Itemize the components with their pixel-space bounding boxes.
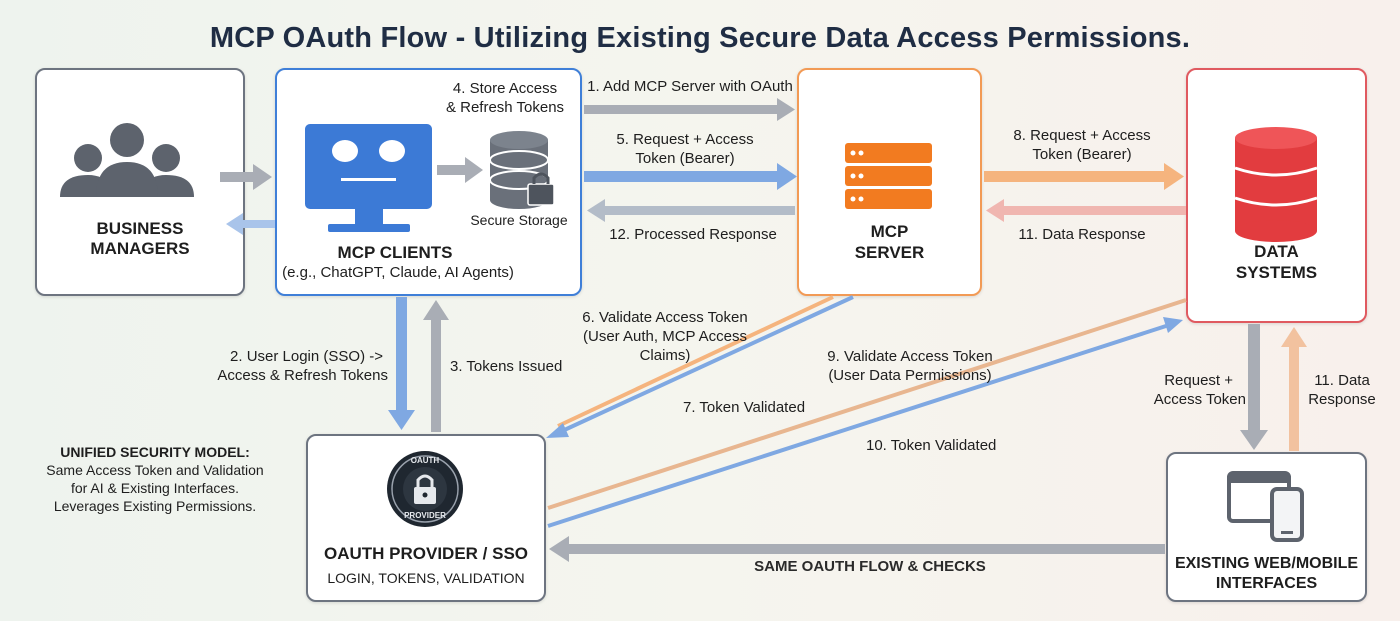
existing-request-label-line1: Request + bbox=[1164, 372, 1233, 389]
arrow-step1 bbox=[584, 98, 795, 121]
robot-monitor-icon bbox=[305, 124, 432, 232]
step11b-label-line2: Response bbox=[1308, 391, 1376, 408]
oauth-provider-subtitle: LOGIN, TOKENS, VALIDATION bbox=[327, 570, 525, 586]
database-cylinder-icon bbox=[1234, 127, 1318, 242]
step4-label-line1: 4. Store Access bbox=[452, 80, 558, 97]
arrow-step7 bbox=[546, 295, 854, 438]
oauth-badge-top-text: OAUTH bbox=[410, 456, 440, 465]
unified-model-line3: Leverages Existing Permissions. bbox=[53, 498, 257, 514]
unified-model-line1: Same Access Token and Validation bbox=[46, 462, 264, 478]
arrow-managers-to-clients bbox=[220, 164, 272, 190]
unified-model-heading: UNIFIED SECURITY MODEL: bbox=[60, 444, 250, 460]
step10-label: 10. Token Validated bbox=[866, 437, 997, 454]
arrow-client-to-storage bbox=[437, 157, 483, 183]
arrow-step5 bbox=[584, 163, 797, 190]
oauth-provider-title: OAUTH PROVIDER / SSO bbox=[323, 544, 529, 563]
step3-label: 3. Tokens Issued bbox=[450, 358, 563, 375]
data-systems-title-line1: DATA bbox=[1254, 242, 1299, 261]
step6-label-line2: (User Auth, MCP Access bbox=[583, 328, 747, 345]
oauth-lock-badge-icon bbox=[387, 451, 463, 527]
step8-label-line1: 8. Request + Access bbox=[1013, 127, 1151, 144]
step9-label-line1: 9. Validate Access Token bbox=[827, 348, 993, 365]
arrow-step9 bbox=[547, 298, 1187, 510]
arrow-step8 bbox=[984, 163, 1184, 190]
step2-label-line1: 2. User Login (SSO) -> bbox=[230, 348, 383, 365]
step11a-label: 11. Data Response bbox=[1018, 226, 1146, 243]
mcp-clients-subtitle: (e.g., ChatGPT, Claude, AI Agents) bbox=[282, 264, 514, 281]
business-managers-title-line1: BUSINESS bbox=[96, 219, 184, 238]
step1-label: 1. Add MCP Server with OAuth bbox=[587, 78, 793, 95]
mcp-clients-title: MCP CLIENTS bbox=[337, 243, 453, 262]
oauth-badge-bottom-text: PROVIDER bbox=[404, 511, 446, 520]
arrow-step11b bbox=[1281, 327, 1307, 451]
step5-label-line1: 5. Request + Access bbox=[616, 131, 754, 148]
step9-label-line2: (User Data Permissions) bbox=[828, 367, 992, 384]
secure-storage-label: Secure Storage bbox=[470, 212, 568, 228]
arrow-step6 bbox=[557, 295, 834, 428]
step2-label-line2: Access & Refresh Tokens bbox=[217, 367, 388, 384]
server-rack-icon bbox=[845, 143, 932, 209]
arrow-existing-request bbox=[1240, 324, 1268, 450]
unified-model-line2: for AI & Existing Interfaces. bbox=[70, 480, 240, 496]
mcp-server-title-line2: SERVER bbox=[854, 243, 925, 262]
arrow-same-flow bbox=[549, 536, 1165, 562]
step6-label-line1: 6. Validate Access Token bbox=[582, 309, 748, 326]
browser-mobile-icon bbox=[1227, 471, 1304, 542]
arrow-step10 bbox=[547, 317, 1183, 528]
database-lock-icon bbox=[489, 131, 555, 209]
existing-interfaces-title-line2: INTERFACES bbox=[1215, 575, 1318, 592]
existing-request-label-line2: Access Token bbox=[1153, 391, 1246, 408]
arrow-step12 bbox=[587, 199, 795, 222]
mcp-server-title-line1: MCP bbox=[870, 222, 909, 241]
page-title: MCP OAuth Flow - Utilizing Existing Secu… bbox=[209, 22, 1191, 54]
existing-interfaces-title-line1: EXISTING WEB/MOBILE bbox=[1174, 555, 1359, 572]
arrow-step3 bbox=[423, 300, 449, 432]
step5-label-line2: Token (Bearer) bbox=[635, 150, 735, 167]
arrow-clients-to-managers bbox=[226, 213, 275, 235]
step11b-label-line1: 11. Data bbox=[1314, 372, 1370, 389]
people-group-icon bbox=[60, 123, 194, 197]
step4-label-line2: & Refresh Tokens bbox=[445, 99, 565, 116]
business-managers-title-line2: MANAGERS bbox=[90, 239, 190, 258]
step7-label: 7. Token Validated bbox=[683, 399, 806, 416]
node-existing-interfaces bbox=[1166, 452, 1367, 602]
arrow-step11a bbox=[986, 199, 1186, 222]
same-oauth-flow-label: SAME OAUTH FLOW & CHECKS bbox=[754, 558, 986, 575]
step12-label: 12. Processed Response bbox=[609, 226, 777, 243]
arrow-step2 bbox=[388, 297, 415, 430]
data-systems-title-line2: SYSTEMS bbox=[1235, 263, 1318, 282]
step8-label-line2: Token (Bearer) bbox=[1032, 146, 1132, 163]
step6-label-line3: Claims) bbox=[639, 347, 691, 364]
